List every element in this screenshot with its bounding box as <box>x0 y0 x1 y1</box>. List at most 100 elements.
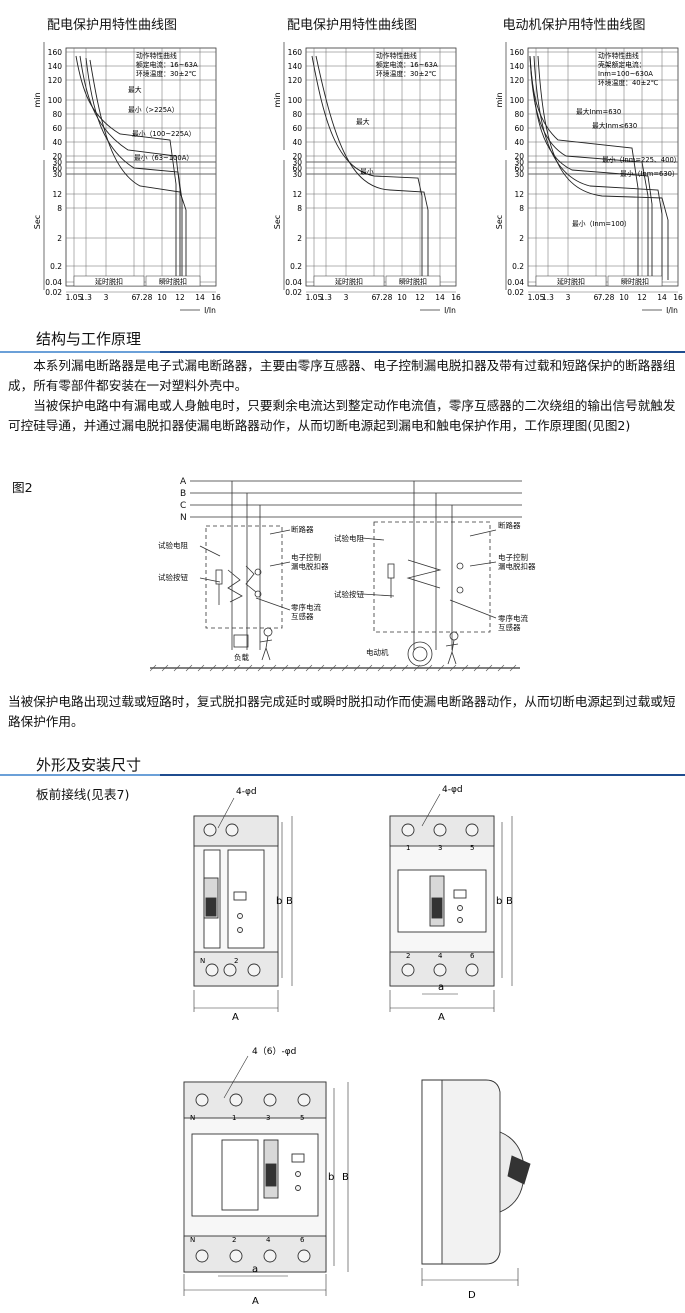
dim-A-label-2: A <box>438 1012 445 1020</box>
trip-curve <box>537 55 669 280</box>
breaker-2p-front-view: 4-φd b B A N 2 <box>193 787 293 1020</box>
dim-A-label-1: A <box>232 1012 239 1020</box>
y-tick-label: 60 <box>514 164 524 173</box>
line-label-b: B <box>180 489 186 499</box>
y-tick-label: 40 <box>292 138 302 147</box>
y-tick-label: 100 <box>510 96 525 105</box>
dim-B-label-2: B <box>506 896 513 907</box>
trip-curve <box>533 55 663 280</box>
line-label-c: C <box>180 501 186 511</box>
y-tick-label: 20 <box>514 152 524 161</box>
breaker-side-view: D <box>421 1079 531 1301</box>
y-tick-label: 2 <box>297 234 302 243</box>
dim-b-label-2: b <box>496 896 502 907</box>
instant-zone-label: 瞬时脱扣 <box>621 277 649 286</box>
right-motor-label: 电动机 <box>366 647 389 657</box>
left-ectrl-label-2: 漏电脱扣器 <box>291 561 329 571</box>
y-tick-label: 12 <box>292 190 302 199</box>
paragraph-1: 本系列漏电断路器是电子式漏电断路器，主要由零序互感器、电子控制漏电脱扣器及带有过… <box>8 358 676 393</box>
delay-zone-box <box>313 275 385 287</box>
delay-zone-box <box>535 275 607 287</box>
y-tick-label: 0.2 <box>512 262 524 271</box>
chart-info-line: Inm=100~630A <box>598 70 653 78</box>
x-tick-label: 7.28 <box>136 293 153 302</box>
terminal-4-bottom: 4 <box>438 952 443 960</box>
y-tick-label: 140 <box>288 62 303 71</box>
hole-label-3: 4（6）-φd <box>252 1046 296 1057</box>
y-tick-label: 12 <box>52 190 62 199</box>
x-tick-label: 16 <box>673 293 683 302</box>
x-tick-label: 7.28 <box>598 293 615 302</box>
chart-info-line: 动作特性曲线 <box>136 51 177 60</box>
terminal-3-top: 3 <box>438 844 442 852</box>
curve-label: 最小（>225A） <box>128 105 179 114</box>
y-tick-label: 0.02 <box>45 288 62 297</box>
terminal-2-1: 2 <box>234 957 238 965</box>
x-tick-label: 12 <box>637 293 647 302</box>
dim-B-label-1: B <box>286 896 293 907</box>
y-tick-label: 0.2 <box>50 262 62 271</box>
trip-curve <box>75 55 177 280</box>
time-current-chart: 1601401201008060402030603012820.20.040.0… <box>495 42 683 315</box>
x-tick-label: 12 <box>415 293 425 302</box>
dim-b-label-1: b <box>276 896 282 907</box>
section-title-dimensions: 外形及安装尺寸 <box>36 756 142 774</box>
curve-label: 最小（Inm=225、400） <box>602 155 681 164</box>
y-tick-label: 0.04 <box>507 278 524 287</box>
y-tick-label: 60 <box>52 164 62 173</box>
x-tick-label: 1.05 <box>66 293 83 302</box>
left-ectrl-label-1: 电子控制 <box>291 552 321 562</box>
delay-zone-box <box>73 275 145 287</box>
terminal-6-bottom: 6 <box>470 952 475 960</box>
working-principle-diagram: A B C N 断路器 试验电阻 试验按钮 电子控制 漏电脱扣器 零序电流 互感… <box>150 477 536 672</box>
y-tick-label: 60 <box>514 124 524 133</box>
terminal-1-top: 1 <box>406 844 410 852</box>
hole-label-2: 4-φd <box>442 785 463 795</box>
terminal-n-top: N <box>190 1114 195 1122</box>
terminal-1-top-4p: 1 <box>232 1114 236 1122</box>
curve-label: 最大Inm≤630 <box>592 121 637 130</box>
left-zct-label-1: 零序电流 <box>291 602 321 612</box>
x-tick-label: 10 <box>157 293 167 302</box>
y-tick-label: 30 <box>292 170 302 179</box>
x-tick-label: 1.3 <box>542 293 554 302</box>
chart-info-line: 额定电流：16~63A <box>376 60 438 69</box>
y-tick-label: 20 <box>52 152 62 161</box>
y-tick-label: 8 <box>57 204 62 213</box>
trip-curve <box>79 55 181 280</box>
x-unit-label: I/In <box>666 306 678 315</box>
y-tick-label: 40 <box>52 138 62 147</box>
y-tick-label: 12 <box>514 190 524 199</box>
x-tick-label: 10 <box>619 293 629 302</box>
curve-label: 最小（Inm=630） <box>620 169 679 178</box>
y-label-sec: Sec <box>33 215 42 229</box>
y-tick-label: 0.02 <box>285 288 302 297</box>
y-tick-label: 30 <box>514 170 524 179</box>
instant-zone-box <box>607 275 663 287</box>
y-label-min: min <box>273 92 282 107</box>
right-test-resistor-label: 试验电阻 <box>334 533 364 543</box>
y-tick-label: 100 <box>48 96 63 105</box>
dim-a-label-3: a <box>252 1264 258 1275</box>
section-divider <box>0 351 685 353</box>
section-divider-accent <box>0 774 160 776</box>
section-divider <box>0 774 685 776</box>
y-tick-label: 0.02 <box>507 288 524 297</box>
dim-B-label-3: B <box>342 1172 349 1183</box>
x-tick-label: 14 <box>435 293 445 302</box>
y-tick-label: 30 <box>292 158 302 167</box>
right-ectrl-label-2: 漏电脱扣器 <box>498 561 536 571</box>
x-tick-label: 6 <box>132 293 137 302</box>
trip-curve <box>315 55 429 280</box>
y-tick-label: 120 <box>288 76 303 85</box>
y-label-min: min <box>495 92 504 107</box>
x-unit-label: I/In <box>444 306 456 315</box>
y-tick-label: 0.2 <box>290 262 302 271</box>
x-tick-label: 10 <box>397 293 407 302</box>
right-breaker-label: 断路器 <box>498 520 521 530</box>
curve-label: 最大 <box>356 117 370 126</box>
dim-D-label: D <box>468 1290 476 1301</box>
trip-curve <box>89 59 187 280</box>
y-tick-label: 80 <box>514 110 524 119</box>
x-tick-label: 1.3 <box>320 293 332 302</box>
